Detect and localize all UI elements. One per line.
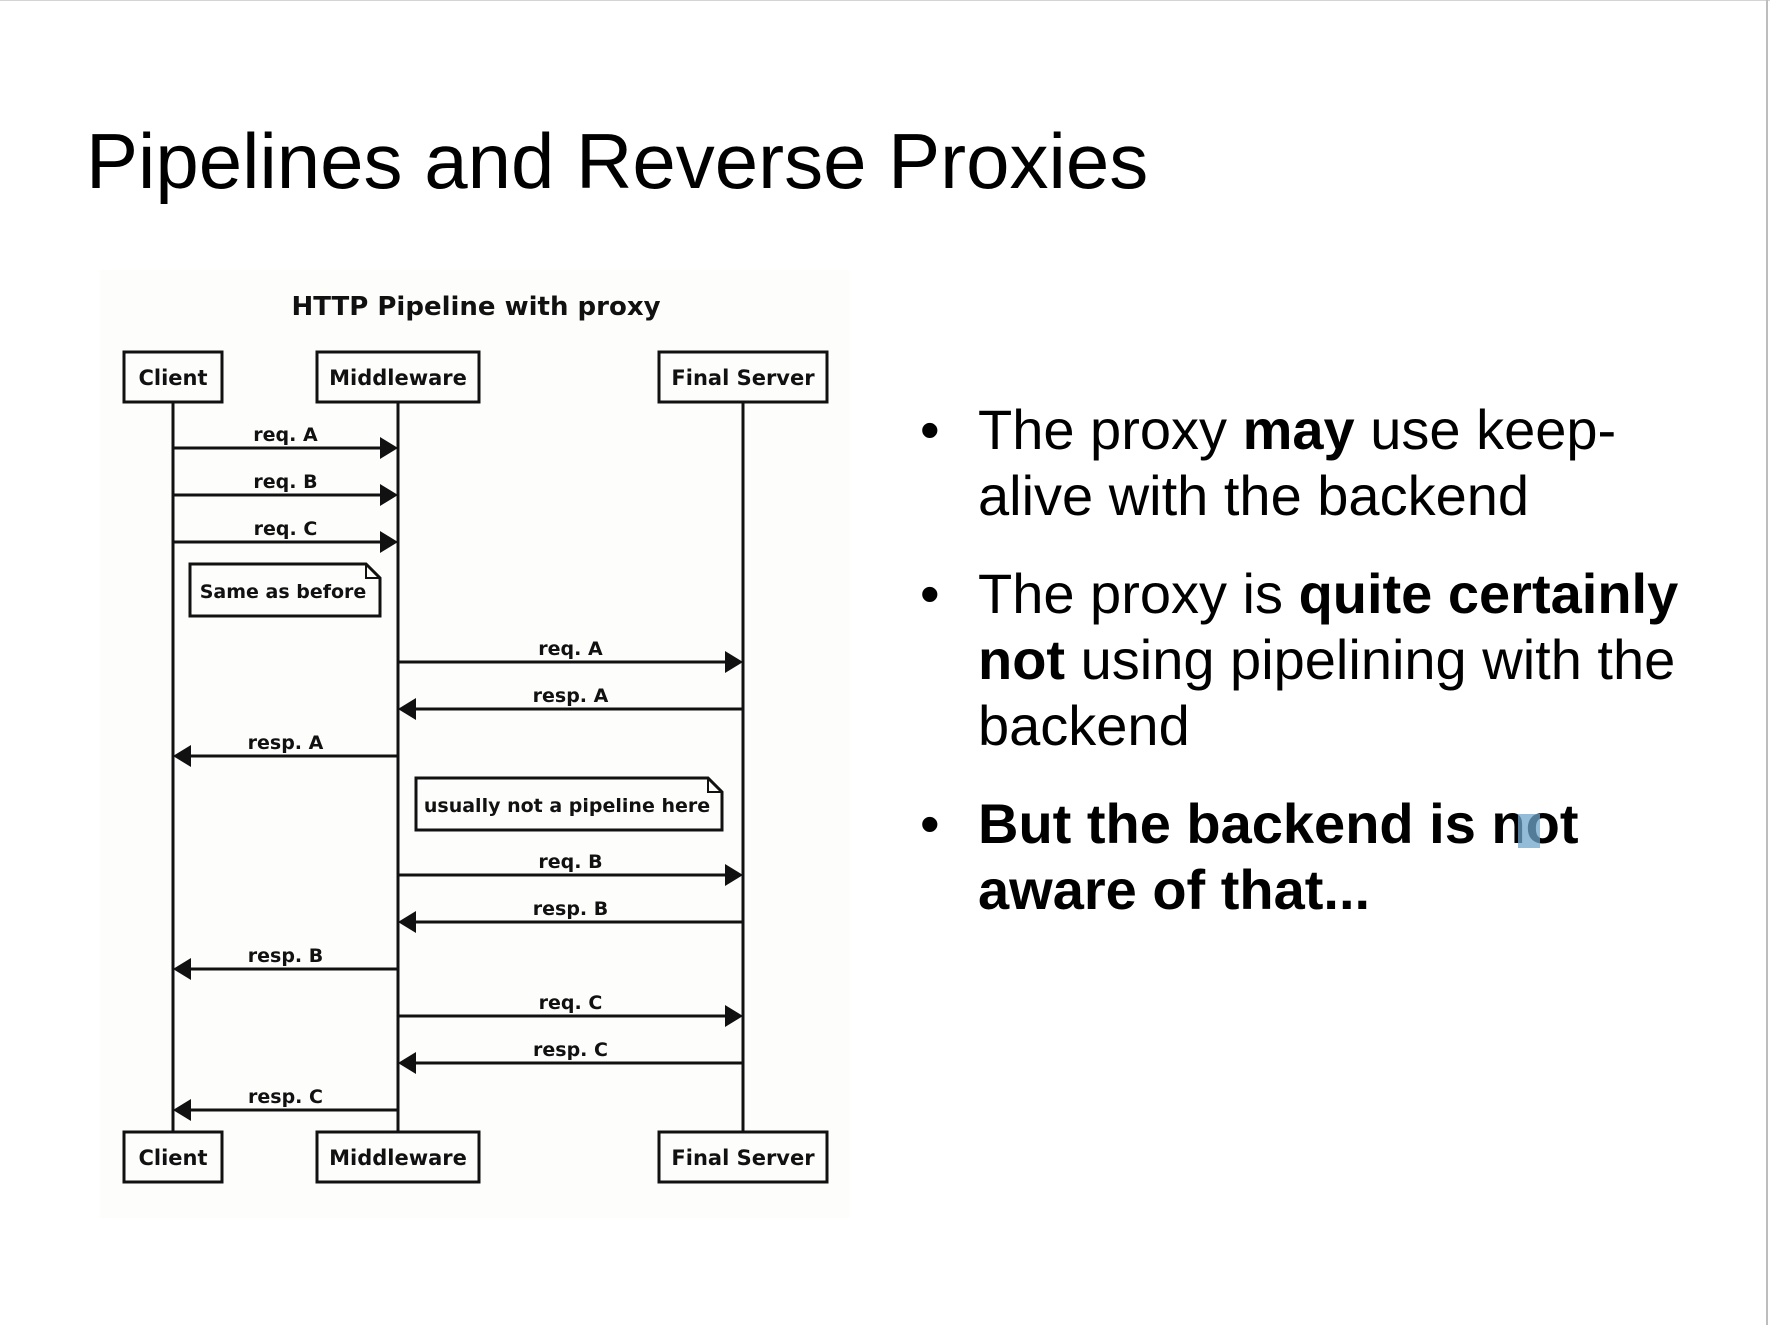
message-9: resp. B <box>173 945 398 980</box>
participant-box-client-top <box>122 350 224 404</box>
slide-title: Pipelines and Reverse Proxies <box>86 117 1149 205</box>
messages: req. A req. B req. C req. A resp. A resp. A re… <box>173 424 743 1121</box>
slide-right-edge <box>1766 0 1768 1325</box>
notes: Same as before usually not a pipeline her… <box>188 562 724 832</box>
bullet-text: The proxy is <box>978 562 1299 625</box>
participant-label-middleware-top: Middleware <box>329 366 467 390</box>
message-label: req. A <box>538 638 603 660</box>
message-label: resp. A <box>248 732 324 754</box>
arrowhead <box>380 484 398 506</box>
bullet-item-3: • But the backend is not aware of that... <box>918 791 1708 923</box>
bullet-text: The proxy <box>978 398 1243 461</box>
bullet-item-1: • The proxy may use keep-alive with the b… <box>918 397 1708 529</box>
message-label: resp. B <box>533 898 608 920</box>
message-label: req. B <box>538 851 602 873</box>
participant-label-client-top: Client <box>138 366 207 390</box>
message-5: resp. A <box>398 685 743 720</box>
bullet-list: • The proxy may use keep-alive with the b… <box>918 397 1708 955</box>
top-border <box>0 0 1770 1</box>
participant-box-middleware-top <box>315 350 481 404</box>
note-text: Same as before <box>200 581 367 603</box>
participant-label-final-server-top: Final Server <box>671 366 815 390</box>
bullet-item-2: • The proxy is quite certainly not using … <box>918 561 1708 759</box>
diagram-title: HTTP Pipeline with proxy <box>291 292 660 322</box>
arrowhead <box>725 651 743 673</box>
note-fold <box>365 564 380 579</box>
arrowhead <box>173 958 191 980</box>
bullet-marker: • <box>920 792 940 855</box>
arrowhead <box>380 437 398 459</box>
bullet-marker: • <box>920 562 940 625</box>
text-cursor <box>1518 814 1540 848</box>
note-2: usually not a pipeline here <box>414 776 724 832</box>
sequence-diagram-svg: HTTP Pipeline with proxy ClientClientMid… <box>122 292 829 1184</box>
bullet-marker: • <box>920 398 940 461</box>
arrowhead <box>380 531 398 553</box>
arrowhead <box>398 1052 416 1074</box>
message-3: req. C <box>173 518 398 553</box>
arrowhead <box>173 1099 191 1121</box>
message-8: resp. B <box>398 898 743 933</box>
arrowhead <box>398 698 416 720</box>
participant-box-middleware-bottom <box>315 1130 481 1184</box>
arrowhead <box>725 864 743 886</box>
participant-box-final-server-top <box>657 350 829 404</box>
note-text: usually not a pipeline here <box>424 795 710 817</box>
lifelines <box>171 402 745 1132</box>
note-fold <box>707 778 722 793</box>
participant-label-client-bottom: Client <box>138 1146 207 1170</box>
arrowhead <box>398 911 416 933</box>
message-label: req. B <box>253 471 317 493</box>
message-2: req. B <box>173 471 398 506</box>
bullet-text: use keep-alive with the backend <box>978 398 1617 527</box>
note-box <box>188 562 382 618</box>
arrowhead <box>173 745 191 767</box>
message-label: resp. C <box>248 1086 323 1108</box>
bullet-text-bold: may <box>1242 398 1355 461</box>
arrowhead <box>725 1005 743 1027</box>
message-4: req. A <box>398 638 743 673</box>
participant-label-final-server-bottom: Final Server <box>671 1146 815 1170</box>
message-label: req. C <box>539 992 603 1014</box>
message-12: resp. C <box>173 1086 398 1121</box>
message-label: resp. A <box>533 685 609 707</box>
message-label: req. C <box>254 518 318 540</box>
bullet-text: using pipelining with the backend <box>978 628 1676 757</box>
participant-box-client-bottom <box>122 1130 224 1184</box>
message-10: req. C <box>398 992 743 1027</box>
bullet-text-bold: But the backend is not aware of that... <box>978 792 1579 921</box>
message-6: resp. A <box>173 732 398 767</box>
message-1: req. A <box>173 424 398 459</box>
message-11: resp. C <box>398 1039 743 1074</box>
participant-label-middleware-bottom: Middleware <box>329 1146 467 1170</box>
note-1: Same as before <box>188 562 382 618</box>
note-box <box>414 776 724 832</box>
message-label: resp. C <box>533 1039 608 1061</box>
message-label: req. A <box>253 424 318 446</box>
participant-box-final-server-bottom <box>657 1130 829 1184</box>
message-7: req. B <box>398 851 743 886</box>
message-label: resp. B <box>248 945 323 967</box>
bullet-text-bold: quite certainly not <box>978 562 1679 691</box>
